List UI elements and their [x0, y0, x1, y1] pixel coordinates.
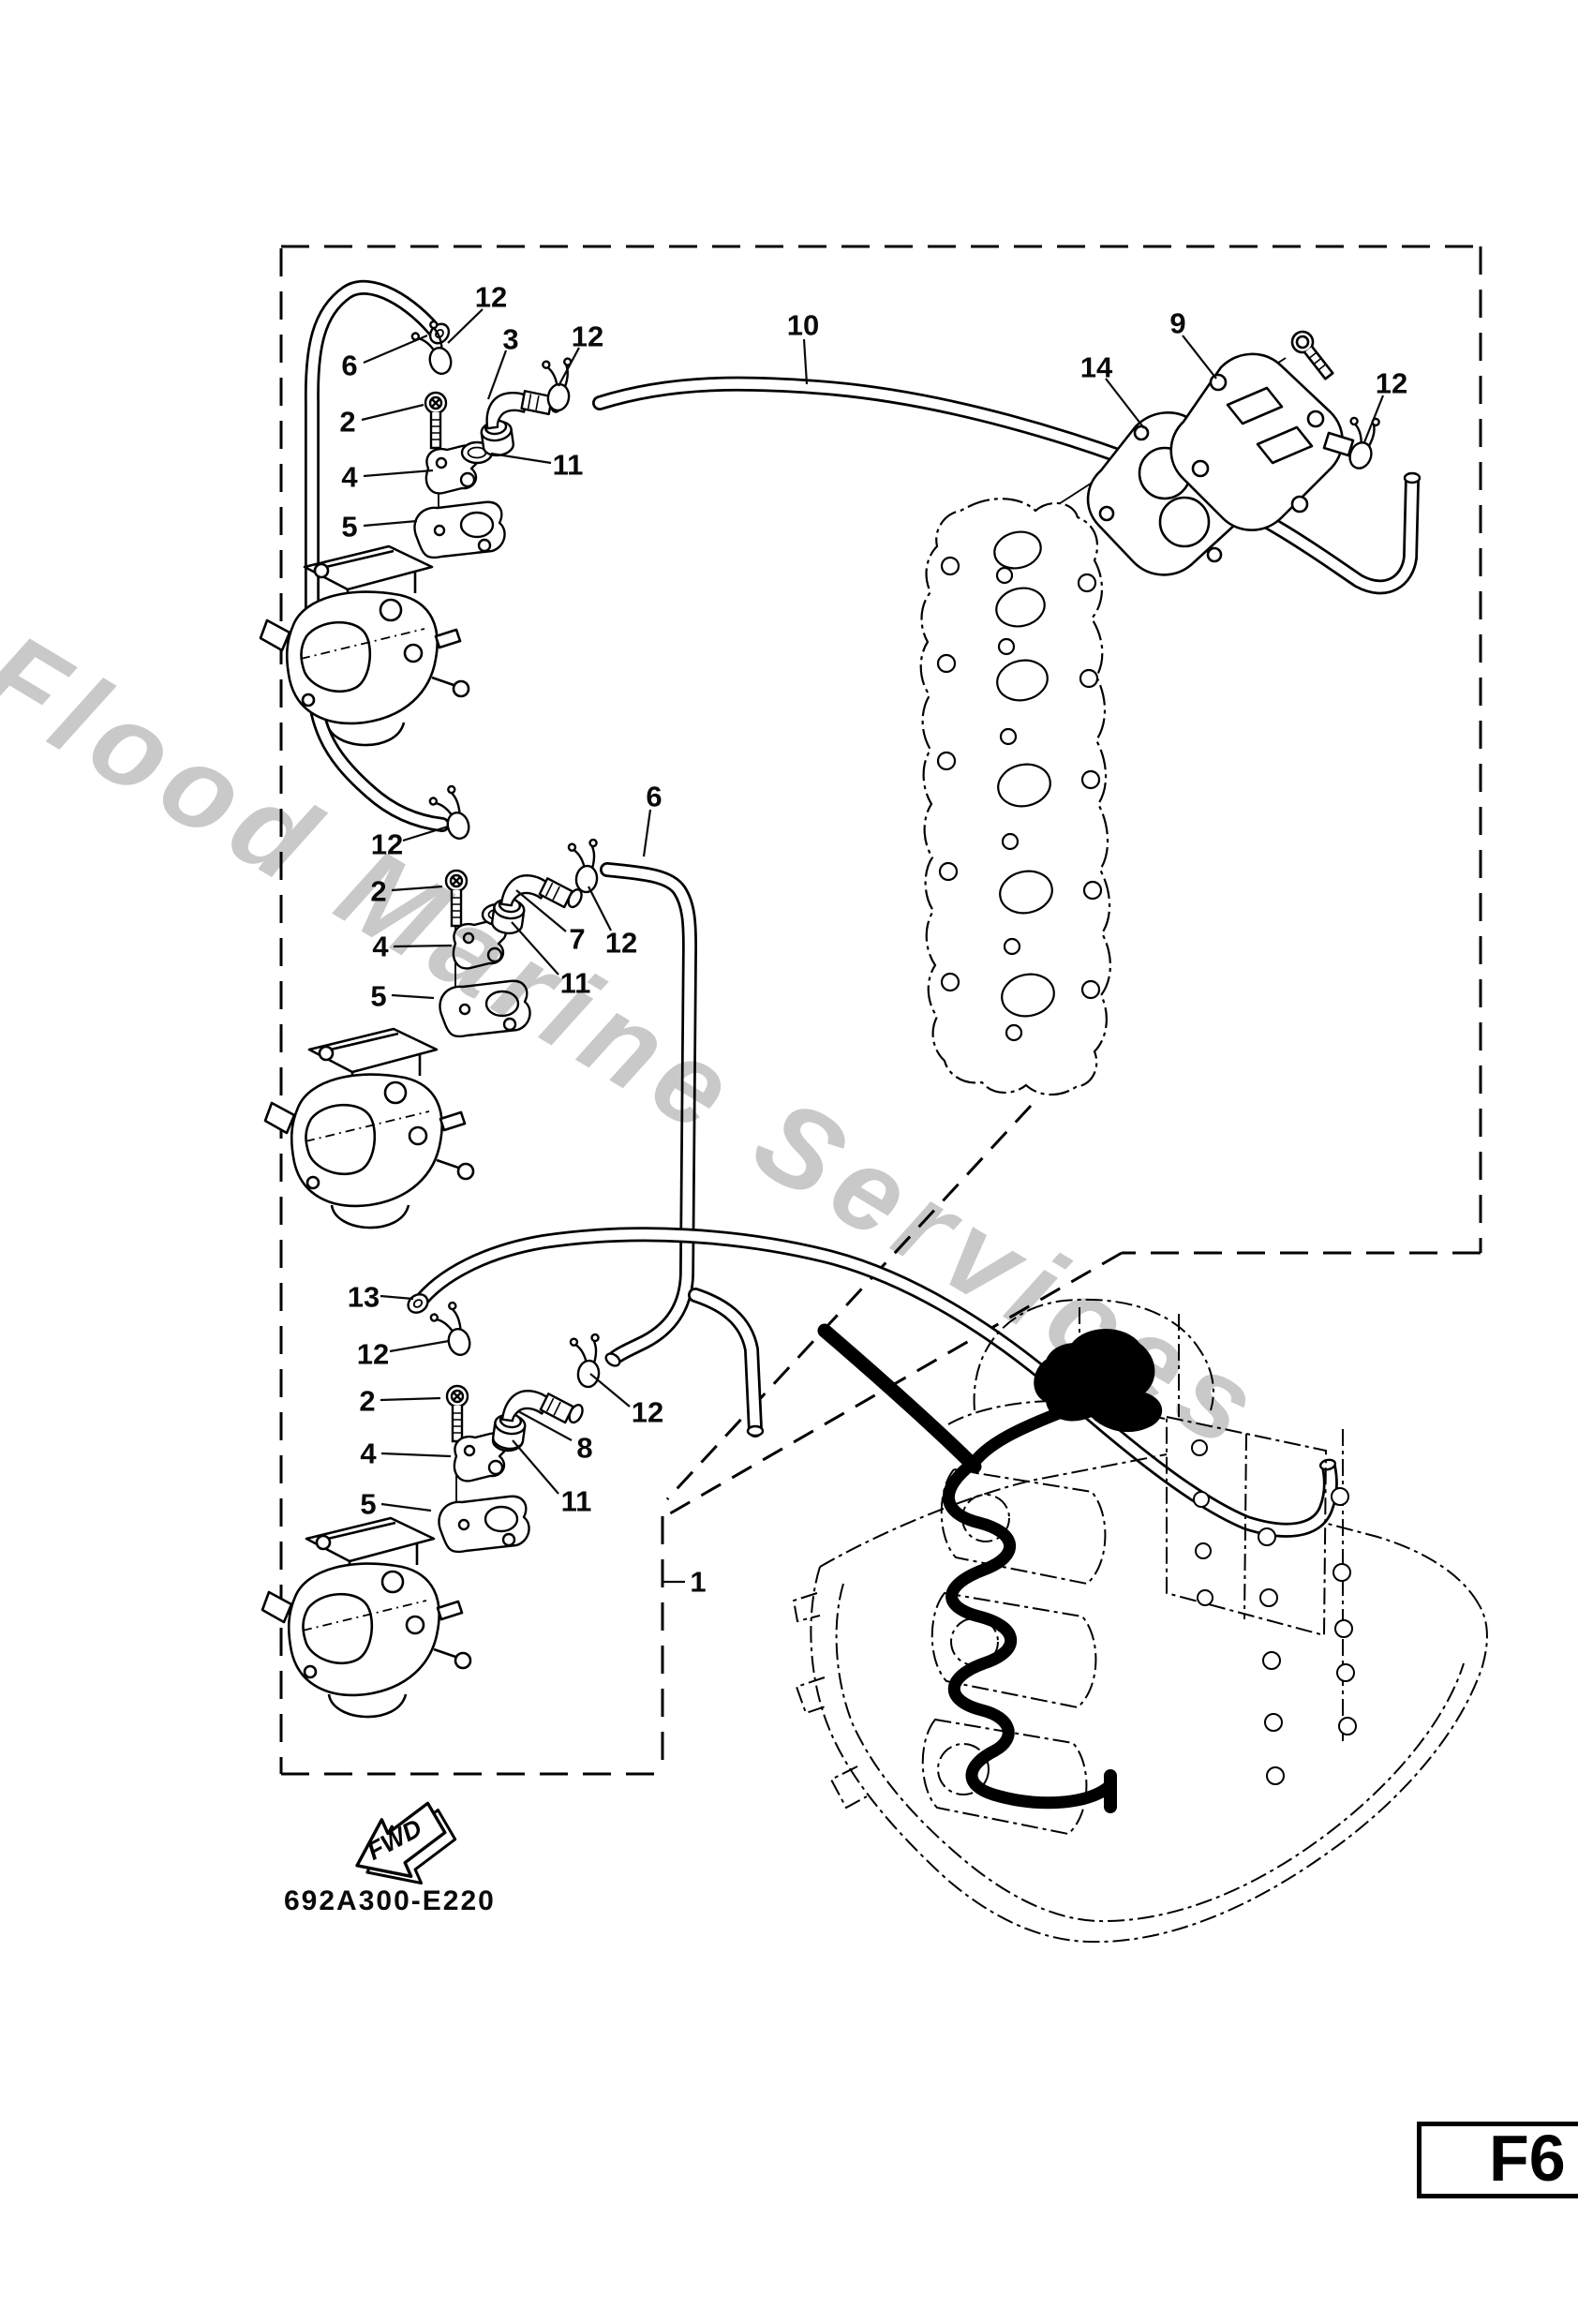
leader-line-5 — [363, 519, 418, 528]
carburetor-2-group — [263, 782, 603, 1229]
callout-12: 12 — [475, 281, 507, 314]
callout-2: 2 — [339, 406, 355, 439]
callout-11: 11 — [553, 449, 584, 482]
leader-line-11 — [490, 452, 552, 465]
leader-line-5 — [380, 1502, 432, 1512]
callout-11: 11 — [561, 1485, 592, 1518]
callout-11: 11 — [560, 967, 591, 1000]
leader-line-10 — [802, 338, 809, 385]
page-tag-box: F6 — [1417, 2122, 1578, 2198]
callout-14: 14 — [1080, 351, 1113, 384]
leader-line-2 — [361, 403, 424, 422]
callout-12: 12 — [632, 1396, 663, 1429]
leader-line-12 — [589, 1373, 631, 1408]
carburetor-body — [263, 1027, 475, 1229]
highlighted-fuel-hose — [817, 1323, 1163, 1813]
leader-line-7 — [515, 889, 567, 932]
engine-carburetor-bank — [921, 1467, 1107, 1836]
leader-line-13 — [380, 1294, 414, 1301]
screw-2 — [444, 869, 469, 928]
screw-2 — [424, 391, 448, 450]
carburetor-body — [261, 1516, 472, 1719]
callout-5: 5 — [370, 980, 386, 1013]
hose-clamp-12 — [562, 836, 603, 895]
gasket-5 — [413, 500, 506, 559]
leader-line-11 — [511, 921, 559, 976]
page-tag-label: F6 — [1489, 2122, 1566, 2195]
callout-8: 8 — [576, 1432, 592, 1465]
callout-7: 7 — [569, 923, 585, 956]
dashed-boundary — [279, 245, 1482, 1776]
callout-4: 4 — [341, 461, 358, 494]
carburetor-3-group — [261, 1299, 604, 1719]
leader-line-12 — [402, 825, 449, 842]
cylinder-head-gasket — [919, 498, 1111, 1096]
callout-1: 1 — [690, 1566, 706, 1599]
leader-line-8 — [517, 1410, 573, 1441]
engine-studs — [1191, 1439, 1357, 1785]
leader-line-4 — [380, 1452, 452, 1458]
leader-line-14 — [1105, 378, 1145, 429]
leader-lines — [361, 308, 1385, 1584]
leader-line-11 — [512, 1439, 559, 1495]
leader-line-12 — [1362, 395, 1385, 443]
leader-line-3 — [486, 350, 508, 400]
leader-line-12 — [558, 347, 580, 387]
callout-12: 12 — [371, 828, 403, 861]
callout-10: 10 — [787, 309, 819, 342]
part-code: 692A300-E220 — [284, 1885, 496, 1916]
intake-manifold-group — [1086, 330, 1355, 576]
hose-6-upper — [304, 279, 451, 832]
screw-2 — [445, 1384, 469, 1443]
leader-line-9 — [1182, 335, 1217, 380]
callout-4: 4 — [360, 1438, 377, 1470]
callout-9: 9 — [1169, 307, 1185, 340]
hose-13 — [407, 1227, 1338, 1538]
leader-line-12 — [588, 886, 612, 931]
callout-2: 2 — [359, 1385, 375, 1418]
callout-4: 4 — [372, 931, 389, 963]
carburetor-body — [259, 544, 470, 747]
leader-line-2 — [391, 885, 443, 892]
callout-13: 13 — [348, 1281, 380, 1314]
callout-12: 12 — [357, 1338, 389, 1371]
callout-12: 12 — [605, 927, 637, 960]
gasket-5 — [439, 979, 531, 1038]
callout-5: 5 — [341, 511, 357, 544]
hose-clamp-12 — [427, 1299, 474, 1362]
leader-line-5 — [391, 993, 435, 1000]
leader-line-6 — [363, 334, 428, 365]
hose-6-lower — [600, 862, 698, 1367]
hose-13-branch — [688, 1288, 765, 1438]
leader-line-12 — [447, 308, 484, 344]
gasket-5 — [438, 1495, 530, 1554]
flange-bolt — [1290, 330, 1334, 380]
hose-clamp-12 — [426, 782, 473, 845]
callout-5: 5 — [360, 1488, 376, 1521]
leader-line-2 — [380, 1396, 441, 1402]
callout-3: 3 — [502, 323, 518, 356]
callout-2: 2 — [370, 875, 386, 908]
callout-12: 12 — [1376, 367, 1407, 400]
leader-line-6 — [642, 809, 652, 857]
leader-line-4 — [363, 469, 434, 478]
callout-6: 6 — [341, 350, 357, 382]
callout-6: 6 — [646, 781, 662, 813]
manifold-flange-9 — [1169, 352, 1355, 531]
leader-line-12 — [389, 1339, 450, 1353]
callout-12: 12 — [572, 320, 603, 353]
